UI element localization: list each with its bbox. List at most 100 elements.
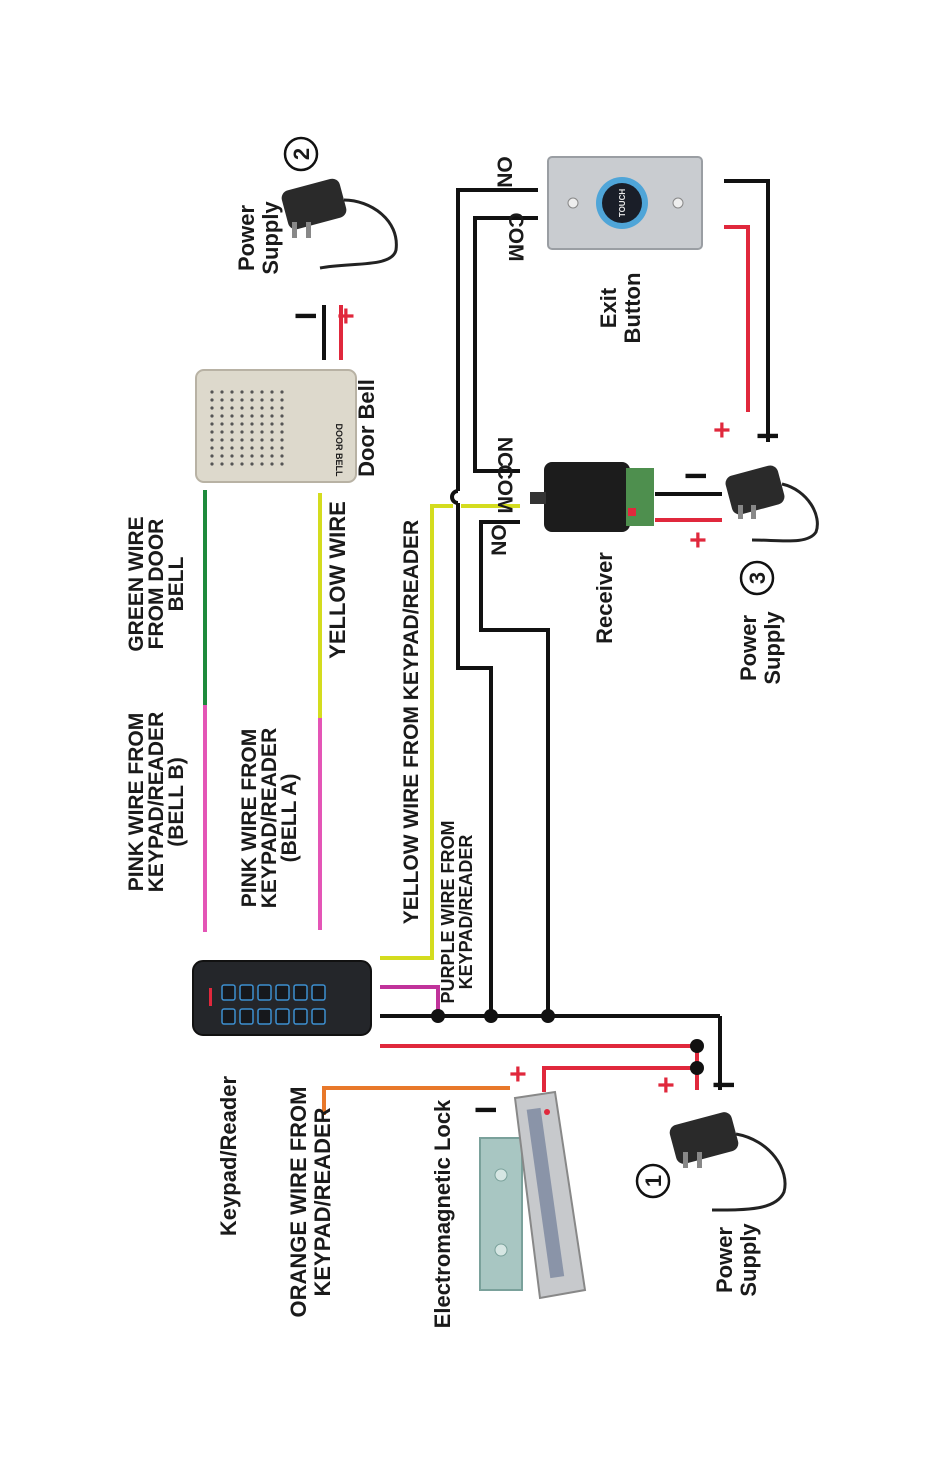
grille-hole <box>270 438 274 442</box>
green-wire-label: FROM DOOR <box>145 519 168 650</box>
lock-armature-plate <box>479 1137 523 1291</box>
grille-hole <box>240 462 244 466</box>
grille-hole <box>260 462 264 466</box>
antenna-icon <box>530 492 546 504</box>
adapter-plug-prong <box>697 1152 702 1168</box>
power-supply-1-label: Supply <box>736 1223 761 1297</box>
grille-hole <box>280 446 284 450</box>
screw-icon <box>494 1243 508 1257</box>
grille-hole <box>250 406 254 410</box>
grille-hole <box>260 446 264 450</box>
grille-hole <box>270 398 274 402</box>
number-badge <box>283 136 319 172</box>
grille-hole <box>210 430 214 434</box>
grille-hole <box>220 422 224 426</box>
junction-dot <box>484 1009 498 1023</box>
grille-hole <box>280 438 284 442</box>
grille-hole <box>280 398 284 402</box>
receiver-terminal-com: COM <box>493 465 516 514</box>
pink-wire-bell-a-label: KEYPAD/READER <box>258 728 281 908</box>
grille-hole <box>240 454 244 458</box>
exit-button-label: Exit <box>596 287 621 328</box>
number-badge <box>739 560 775 596</box>
grille-hole <box>260 438 264 442</box>
grille-hole <box>250 390 254 394</box>
green-wire-label: GREEN WIRE <box>125 516 148 651</box>
polarity-marks: + I + I I + + I + I <box>290 307 785 1114</box>
grille-hole <box>240 414 244 418</box>
black-wire-receiver-no <box>479 520 550 1016</box>
minus-sign: I <box>290 312 323 320</box>
plus-sign: + <box>650 1076 683 1094</box>
power-supply-1-label: Power <box>712 1227 737 1293</box>
power-supply-2-label: Supply <box>258 201 283 275</box>
keypad-reader-label: Keypad/Reader <box>216 1075 241 1236</box>
grille-hole <box>240 398 244 402</box>
grille-hole <box>250 438 254 442</box>
junctions <box>431 1009 704 1075</box>
grille-hole <box>210 414 214 418</box>
screw-icon <box>567 197 579 209</box>
door-bell-icon <box>195 369 357 483</box>
receiver-terminal-nc: NC <box>493 437 516 467</box>
junction-dot <box>431 1009 445 1023</box>
wire-crossover <box>450 489 459 505</box>
grille-hole <box>270 462 274 466</box>
door-bell-device-text: DOOR BELL <box>334 424 344 478</box>
exit-button-label: Button <box>620 273 645 344</box>
plus-sign: + <box>502 1065 535 1083</box>
plus-sign: + <box>706 421 739 439</box>
grille-hole <box>270 406 274 410</box>
adapter-plug-prong <box>738 505 743 519</box>
minus-sign: I <box>708 1081 741 1089</box>
black-wire-exit-no <box>456 503 493 1016</box>
grille-hole <box>220 462 224 466</box>
orange-wire-label: ORANGE WIRE FROM <box>286 1087 311 1318</box>
grille-hole <box>250 422 254 426</box>
led-icon <box>544 1109 550 1115</box>
grille-hole <box>260 406 264 410</box>
grille-hole <box>270 414 274 418</box>
grille-hole <box>270 446 274 450</box>
grille-hole <box>220 438 224 442</box>
purple-wire-label: PURPLE WIRE FROM <box>438 821 458 1004</box>
purple-wire <box>380 985 440 1016</box>
grille-hole <box>250 446 254 450</box>
grille-hole <box>280 422 284 426</box>
grille-hole <box>240 390 244 394</box>
exit-button-face <box>602 183 642 223</box>
grille-hole <box>230 422 234 426</box>
number-badge <box>635 1163 671 1199</box>
grille-hole <box>240 438 244 442</box>
grille-hole <box>220 430 224 434</box>
grille-hole <box>210 422 214 426</box>
keypad-key <box>275 1008 290 1025</box>
grille-hole <box>210 462 214 466</box>
ac-adapter-icon <box>725 465 785 515</box>
keypad-key <box>257 1008 272 1025</box>
psu-number-3: 3 <box>745 572 770 584</box>
ac-adapter-icon <box>281 178 347 230</box>
yellow-wire-keypad <box>380 504 453 960</box>
power-supply-2-label: Power <box>234 205 259 271</box>
grille-hole <box>210 406 214 410</box>
junction-dot <box>690 1061 704 1075</box>
grille-hole <box>260 390 264 394</box>
grille-hole <box>280 390 284 394</box>
door-bell: DOOR BELL <box>195 369 357 483</box>
grille-hole <box>220 446 224 450</box>
green-wire-label: BELL <box>165 556 188 611</box>
black-wire-exit-psu3 <box>724 179 770 442</box>
exit-terminal-no: NO <box>494 156 517 188</box>
receiver-label: Receiver <box>592 552 617 644</box>
minus-sign: I <box>752 432 785 440</box>
adapter-plug-prong <box>683 1152 688 1168</box>
screw-icon <box>672 197 684 209</box>
grille-hole <box>270 454 274 458</box>
keypad-indicator <box>209 988 212 1006</box>
plus-sign: + <box>682 531 715 549</box>
grille-hole <box>270 422 274 426</box>
grille-hole <box>210 398 214 402</box>
grille-hole <box>280 454 284 458</box>
